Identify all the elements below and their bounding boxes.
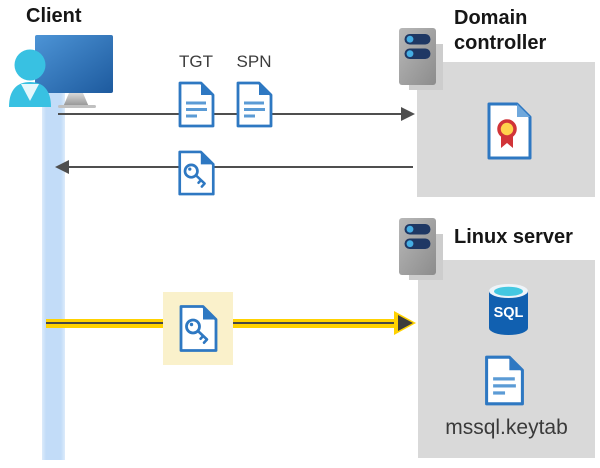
response-arrow-head xyxy=(55,160,69,174)
spn-label: SPN xyxy=(236,52,272,71)
sql-database-icon: SQL xyxy=(489,284,528,335)
spn-document-icon xyxy=(236,81,273,128)
request-arrow-head xyxy=(401,107,415,121)
sql-label: SQL xyxy=(494,305,524,321)
domain-controller-label: Domain controller xyxy=(454,7,547,54)
domain-controller-server-icon xyxy=(399,28,443,90)
linux-server-label: Linux server xyxy=(454,226,573,248)
certificate-icon xyxy=(487,102,532,160)
response-arrow-line xyxy=(67,166,413,168)
key-ticket-icon xyxy=(178,150,215,196)
user-icon xyxy=(9,49,51,107)
tgt-document-icon xyxy=(178,81,215,128)
monitor-icon xyxy=(35,35,113,108)
request-arrow-line xyxy=(58,113,403,115)
tgt-label: TGT xyxy=(179,52,213,71)
client-timeline xyxy=(42,84,65,460)
sql-connection-arrow-head-core xyxy=(398,315,413,331)
client-label: Client xyxy=(26,5,82,27)
linux-server-icon xyxy=(399,218,443,280)
keytab-document-icon xyxy=(485,355,524,406)
client-computer-icon xyxy=(9,35,113,108)
keytab-label: mssql.keytab xyxy=(445,416,568,439)
key-ticket-icon-highlighted xyxy=(179,305,218,352)
